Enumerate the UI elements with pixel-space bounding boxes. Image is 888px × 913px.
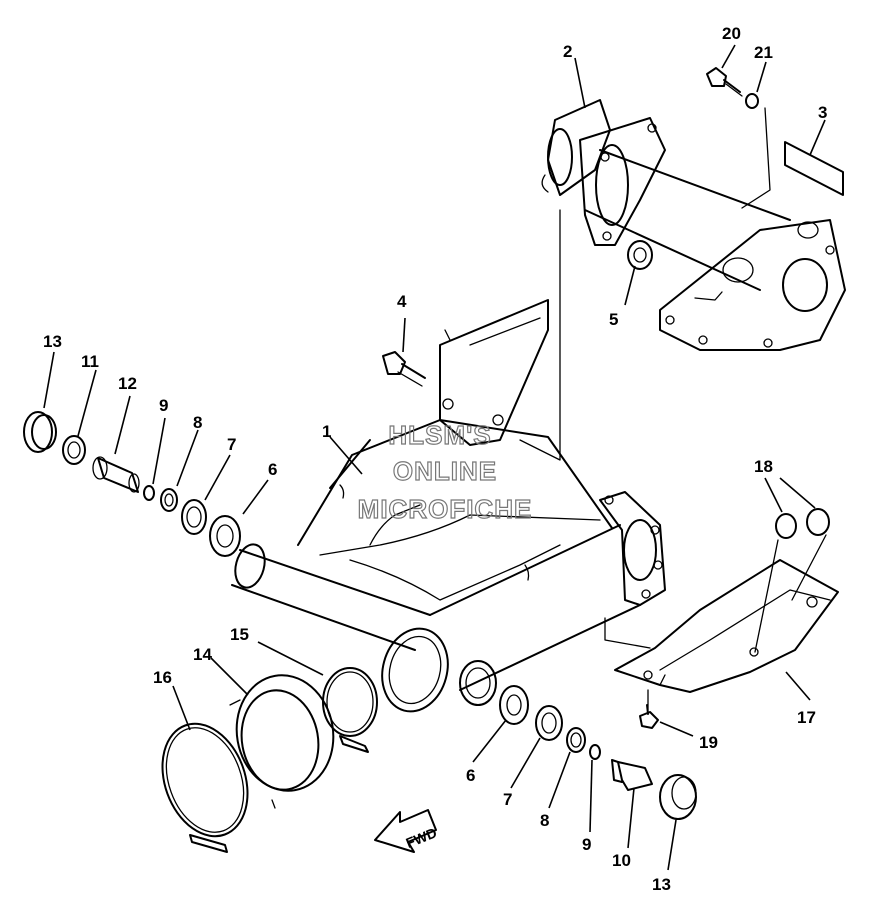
callout-9a: 9: [159, 396, 168, 415]
watermark-line-2: ONLINE: [393, 456, 497, 486]
callout-9b: 9: [582, 835, 591, 854]
callout-5: 5: [609, 310, 618, 329]
clamp-15: [322, 667, 378, 753]
callout-13a: 13: [43, 332, 62, 351]
bolt-19: [639, 704, 659, 729]
left-parts-stack: [23, 411, 241, 557]
callout-10: 10: [612, 851, 631, 870]
callout-12: 12: [118, 374, 137, 393]
callout-2: 2: [563, 42, 572, 61]
callout-13b: 13: [652, 875, 671, 894]
callout-18: 18: [754, 457, 773, 476]
fwd-label: FWD: [403, 824, 439, 851]
swingarm: [231, 299, 666, 713]
callout-16: 16: [153, 668, 172, 687]
bolt-4: [382, 351, 426, 387]
callout-1: 1: [322, 422, 331, 441]
callout-8b: 8: [540, 811, 549, 830]
washer-21: [745, 93, 759, 109]
clamp-16: [161, 722, 249, 853]
callout-14: 14: [193, 645, 212, 664]
label-plate: [784, 141, 844, 196]
callout-4: 4: [397, 292, 407, 311]
callout-20: 20: [722, 24, 741, 43]
alignment-lines: [519, 107, 827, 711]
callout-21: 21: [754, 43, 773, 62]
leader-lines: [43, 44, 826, 871]
callout-3: 3: [818, 103, 827, 122]
callouts: 1 2 3 4 5 6 7 8 9 12 11 13 14 15 16 17 1…: [43, 24, 827, 894]
callout-8a: 8: [193, 413, 202, 432]
callout-15: 15: [230, 625, 249, 644]
right-parts-stack: [499, 685, 697, 820]
fwd-arrow-icon: FWD: [374, 809, 439, 853]
axle-housing: [541, 99, 846, 351]
guard-17: [614, 559, 839, 693]
callout-11: 11: [81, 352, 99, 371]
boot-14: [229, 674, 335, 809]
bolt-20: [706, 67, 743, 97]
callout-6a: 6: [268, 460, 277, 479]
watermark: HLSM'S ONLINE MICROFICHE: [357, 419, 533, 524]
watermark-line-1: HLSM'S: [388, 420, 491, 450]
caps-18: [775, 508, 830, 539]
callout-6b: 6: [466, 766, 475, 785]
callout-7b: 7: [503, 790, 512, 809]
callout-19: 19: [699, 733, 718, 752]
callout-17: 17: [797, 708, 816, 727]
nut-5: [627, 240, 653, 270]
watermark-line-3: MICROFICHE: [358, 494, 533, 524]
callout-7a: 7: [227, 435, 236, 454]
